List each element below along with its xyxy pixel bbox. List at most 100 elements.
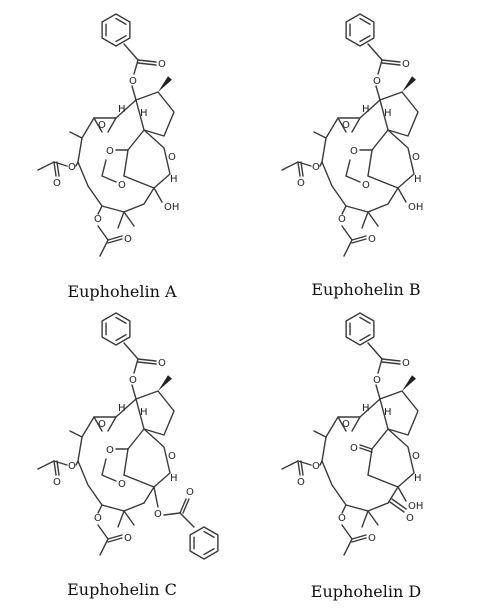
carbonyl-bond xyxy=(53,460,57,476)
oxygen-label: O xyxy=(338,214,346,225)
wedge-bond xyxy=(158,76,172,92)
hydrogen-label: H xyxy=(384,407,392,418)
carbonyl-bond xyxy=(107,238,123,244)
macrocycle-bond xyxy=(81,398,137,438)
hydroxyl-bond xyxy=(397,187,407,203)
methyl-bond xyxy=(313,430,327,438)
hydrogen-label: H xyxy=(140,407,148,418)
ring-bond xyxy=(127,428,145,450)
macrocycle-ring xyxy=(321,137,389,213)
carbonyl-bond xyxy=(182,498,190,514)
epoxide-bond xyxy=(107,416,117,432)
methyl-bond xyxy=(37,460,55,470)
oxygen-label: O xyxy=(373,76,381,87)
epoxide-bond xyxy=(337,416,347,432)
oxygen-label: O xyxy=(118,479,126,490)
oxygen-label: O xyxy=(106,146,114,157)
oxygen-label: O xyxy=(129,76,137,87)
benzoate-ring xyxy=(101,13,131,47)
ester-bond xyxy=(53,460,68,466)
carbonyl-bond xyxy=(297,460,301,476)
carbonyl-bond xyxy=(107,235,123,241)
carbonyl-bond xyxy=(381,361,401,365)
ester-bond xyxy=(101,159,107,177)
carbonyl-bond xyxy=(107,534,123,540)
ring-oxygen-label: O xyxy=(168,451,176,462)
carbonyl-bond xyxy=(107,537,123,543)
ester-bond xyxy=(341,524,353,540)
benzoate-bond xyxy=(367,342,383,360)
oxygen-label: O xyxy=(350,146,358,157)
aromatic-bond xyxy=(115,334,127,342)
carbonyl-bond xyxy=(359,444,373,450)
ester-bond xyxy=(319,161,323,167)
aromatic-bond xyxy=(359,334,371,342)
compound-name-c: Euphohelin C xyxy=(67,580,177,599)
methyl-bond xyxy=(37,161,55,171)
oxygen-label: O xyxy=(297,477,305,488)
carbonyl-bond xyxy=(389,501,405,513)
ring-bond xyxy=(123,474,155,488)
ester-bond xyxy=(97,504,103,514)
hydroxyl-bond xyxy=(153,187,163,203)
epoxide-bond xyxy=(337,117,347,133)
methyl-bond xyxy=(99,239,109,257)
ring-bond xyxy=(123,149,129,177)
cyclopentane-ring xyxy=(379,91,419,137)
methyl-bond xyxy=(343,538,353,556)
ester-bond xyxy=(297,161,312,167)
ester-bond xyxy=(341,504,347,514)
compound-name-a: Euphohelin A xyxy=(67,282,177,301)
ring-oxygen-label: O xyxy=(412,152,420,163)
oxolane-ring xyxy=(143,428,171,504)
oxygen-label: O xyxy=(154,509,162,520)
wedge-bond xyxy=(402,375,416,391)
carbonyl-bond xyxy=(56,161,60,177)
oxygen-label: O xyxy=(362,180,370,191)
hydrogen-label: H xyxy=(384,108,392,119)
aromatic-bond xyxy=(115,35,127,43)
carbonyl-bond xyxy=(53,161,57,177)
hydrogen-label: H xyxy=(414,473,422,484)
oxygen-label: O xyxy=(402,59,410,70)
ester-bond xyxy=(97,225,109,241)
ester-bond xyxy=(131,85,137,101)
oxygen-label: O xyxy=(68,162,76,173)
oxygen-label: O xyxy=(124,234,132,245)
ring-oxygen-label: O xyxy=(412,451,420,462)
cyclopentane-ring xyxy=(135,91,175,137)
oxygen-label: O xyxy=(68,461,76,472)
hydrogen-label: H xyxy=(170,174,178,185)
ester-bond xyxy=(377,358,383,374)
ring-oxygen-label: O xyxy=(168,152,176,163)
ring-bond xyxy=(367,448,373,476)
carbonyl-bond xyxy=(351,534,367,540)
oxygen-label: O xyxy=(368,533,376,544)
ester-bond xyxy=(133,59,139,75)
carbonyl-bond xyxy=(381,358,401,362)
carbonyl-bond xyxy=(179,498,187,514)
benzoate-bond xyxy=(179,512,195,528)
methyl-bond xyxy=(117,510,125,528)
cyclopentane-ring xyxy=(135,390,175,436)
benzoate-bond xyxy=(123,43,139,61)
ester-bond xyxy=(131,384,137,400)
ester-bond xyxy=(53,161,68,167)
methyl-bond xyxy=(123,510,135,526)
carbonyl-bond xyxy=(137,358,157,362)
benzoate-ring xyxy=(101,312,131,346)
ring-bond xyxy=(371,428,389,450)
benzoate-ring xyxy=(345,312,375,346)
benzoate-ring-2 xyxy=(189,526,219,560)
ring-bond xyxy=(123,175,155,189)
carbonyl-bond xyxy=(381,59,401,63)
carbonyl-bond xyxy=(56,460,60,476)
compound-name-d: Euphohelin D xyxy=(310,582,422,601)
benzoate-bond xyxy=(123,342,139,360)
methyl-bond xyxy=(99,538,109,556)
oxygen-label: O xyxy=(124,533,132,544)
ester-bond xyxy=(75,161,79,167)
carbonyl-bond xyxy=(137,62,157,66)
